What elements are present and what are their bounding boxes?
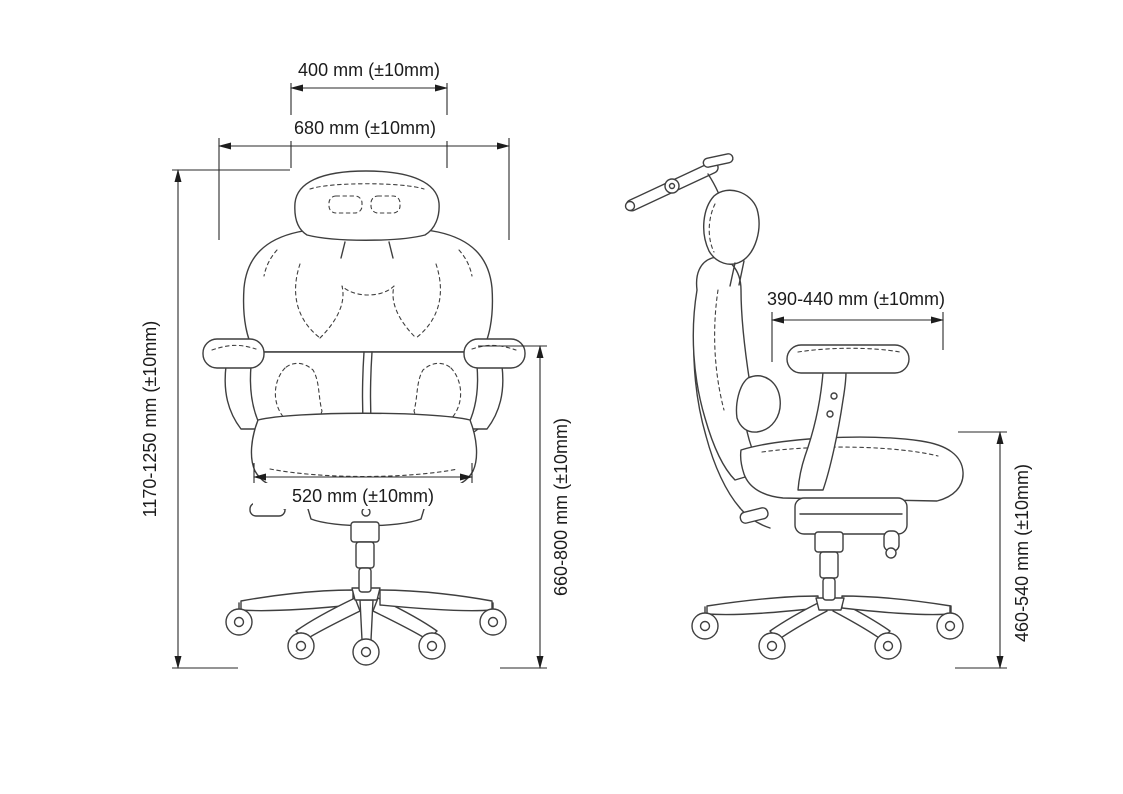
side-view-drawing <box>624 153 964 660</box>
dim-seat-height <box>955 431 1007 669</box>
dim-overall-height <box>172 169 290 669</box>
front-view-drawing <box>202 170 526 666</box>
dim-seat-depth <box>771 312 944 362</box>
dim-armrest-height <box>478 345 547 669</box>
dim-backrest-width <box>218 138 510 240</box>
dim-label-overall-height: 1170-1250 mm (±10mm) <box>140 320 160 518</box>
dim-label-headrest-width: 400 mm (±10mm) <box>259 57 479 83</box>
dim-label-seat-depth: 390-440 mm (±10mm) <box>746 286 966 312</box>
dim-seat-width <box>253 463 473 486</box>
dim-label-backrest-width: 680 mm (±10mm) <box>255 115 475 141</box>
dim-label-seat-height: 460-540 mm (±10mm) <box>1012 464 1032 642</box>
dimension-annotations <box>172 80 1007 669</box>
dim-label-seat-width: 520 mm (±10mm) <box>253 483 473 509</box>
dim-label-armrest-height: 660-800 mm (±10mm) <box>551 418 571 596</box>
